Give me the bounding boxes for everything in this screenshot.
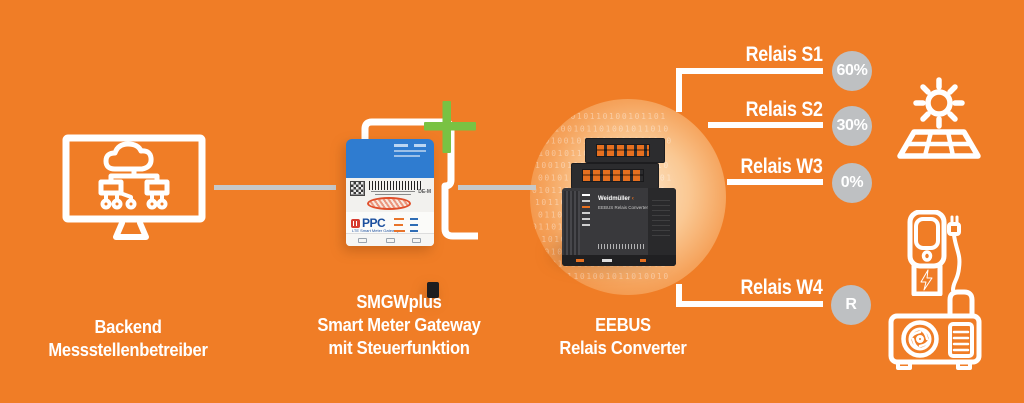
gateway-caption-line2: Smart Meter Gateway [317, 315, 481, 335]
backend-caption: Backend Messstellenbetreiber [27, 316, 229, 362]
smgw-barcode [369, 181, 423, 190]
converter-front-text: EEBUS Relais Converter [598, 205, 649, 210]
converter-caption: EEBUS Relais Converter [522, 314, 724, 360]
smgw-top-housing [346, 139, 434, 178]
smgw-terminal-marks [394, 144, 428, 160]
gateway-caption-line1: SMGWplus [356, 292, 442, 312]
monitor-cloud-network-icon [62, 134, 206, 240]
smgw-seal-sticker [367, 197, 411, 210]
converter-leds [582, 194, 592, 234]
relay-s1-label: Relais S1 [745, 43, 823, 66]
relay-s2-label: Relais S2 [745, 98, 823, 121]
solar-panel-icon [897, 77, 981, 159]
smgw-microtext [371, 191, 415, 196]
relay-w3-value-badge: 0% [832, 163, 872, 203]
relay-s2-value-badge: 30% [832, 106, 872, 146]
relay-w3-label: Relais W3 [740, 155, 823, 178]
smgw-subtitle: LTE Smart Meter Gateway [352, 228, 400, 233]
relay-w3-line [727, 179, 823, 185]
relay-w4-label: Relais W4 [740, 276, 823, 299]
relay-w4-value-badge: R [831, 285, 871, 325]
converter-body: Weidmüller ‹ EEBUS Relais Converter [562, 188, 676, 266]
smgw-bottom [346, 233, 434, 246]
converter-caption-line1: EEBUS [595, 315, 651, 335]
converter-caption-line2: Relais Converter [559, 338, 687, 358]
gateway-caption: SMGWplus Smart Meter Gateway mit Steuerf… [297, 291, 501, 360]
smgw-connector [427, 282, 439, 298]
terminal-strip-lower [571, 163, 659, 189]
gateway-caption-line3: mit Steuerfunktion [328, 338, 470, 358]
backend-caption-line2: Messstellenbetreiber [48, 340, 208, 360]
svg-text:100101101001011010010: 100101101001011010010 [535, 272, 670, 281]
converter-side-panel [648, 188, 676, 266]
converter-ribs [564, 191, 580, 261]
relay-s1-line [676, 68, 823, 74]
smgw-qr-code [350, 181, 365, 196]
gateway-addon-connector-path [361, 118, 478, 240]
backend-caption-line1: Backend [94, 317, 162, 337]
relay-s1-stub [676, 68, 682, 112]
relay-w4-stub [676, 284, 682, 306]
svg-text:011010010110100101101: 011010010110100101101 [532, 112, 667, 121]
weidmueller-logo: Weidmüller ‹ [598, 196, 634, 202]
smart-meter-gateway-device: DE-M PPC LTE Smart Meter Gateway [346, 139, 439, 298]
connector-gateway-to-converter [458, 185, 536, 190]
connector-backend-to-gateway [214, 185, 336, 190]
ppc-logo: PPC [351, 216, 386, 230]
relay-s2-line [708, 122, 823, 128]
ev-charger-icon [907, 210, 962, 296]
eebus-relais-converter-device: Weidmüller ‹ EEBUS Relais Converter [552, 132, 678, 266]
smgw-dem-marking: DE-M [418, 189, 431, 195]
converter-barcode [598, 244, 644, 249]
smgw-label: DE-M [346, 178, 434, 212]
relay-w4-line [676, 301, 823, 307]
terminal-strip-upper [585, 138, 665, 163]
plus-icon [424, 101, 476, 153]
ppc-logo-mark [351, 218, 360, 228]
smgw-front: PPC LTE Smart Meter Gateway [346, 212, 439, 298]
weidmueller-chevron: ‹ [631, 196, 634, 202]
relay-s1-value-badge: 60% [832, 51, 872, 91]
converter-bottom-terminals [562, 255, 676, 266]
heat-pump-icon [888, 289, 982, 370]
svg-text:110100101101001011010: 110100101101001011010 [535, 124, 670, 133]
